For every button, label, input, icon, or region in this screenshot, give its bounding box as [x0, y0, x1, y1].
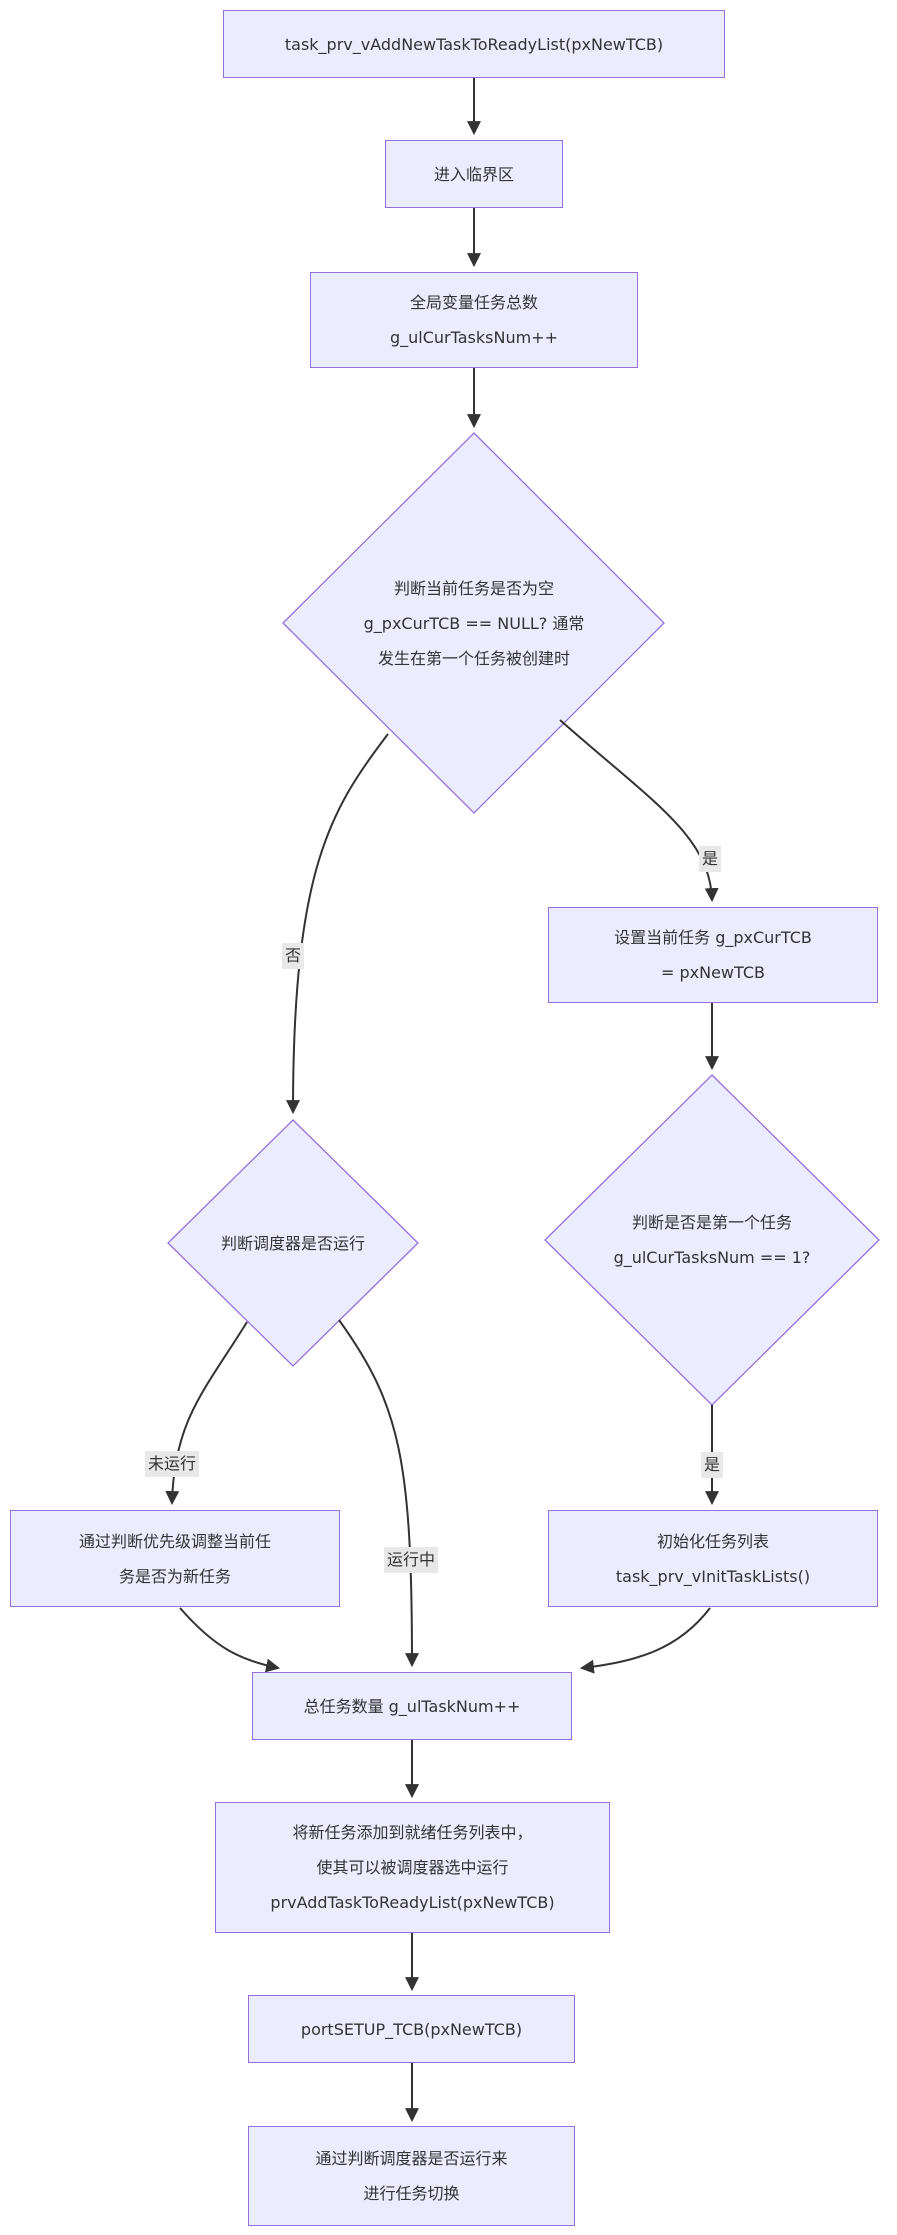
node-add-ready: 将新任务添加到就绪任务列表中， 使其可以被调度器选中运行 prvAddTaskT… — [215, 1802, 610, 1933]
diamond-check-first — [544, 1074, 880, 1406]
node-enter-critical-line: 进入临界区 — [433, 164, 514, 184]
edge-adjust-to-tasknum — [179, 1607, 281, 1673]
node-switch-task-line: 进行任务切换 — [363, 2184, 460, 2203]
node-init-lists: 初始化任务列表 task_prv_vInitTaskLists() — [548, 1510, 878, 1607]
node-start-line: task_prv_vAddNewTaskToReadyList(pxNewTCB… — [284, 34, 664, 54]
edge-initlists-to-tasknum — [579, 1607, 711, 1674]
edge-label-yes-first: 是 — [700, 1452, 724, 1478]
node-global-count-line: g_ulCurTasksNum++ — [389, 328, 558, 347]
node-add-ready-line: prvAddTaskToReadyList(pxNewTCB) — [270, 1893, 555, 1912]
edge-label-yes: 是 — [698, 846, 722, 872]
node-global-count: 全局变量任务总数 g_ulCurTasksNum++ — [310, 272, 638, 368]
node-task-num-line: 总任务数量 g_ulTaskNum++ — [303, 1696, 521, 1716]
edge-label-running: 运行中 — [383, 1547, 439, 1573]
edge-yes-to-setcurrent — [559, 719, 719, 903]
node-set-current-line: 设置当前任务 g_pxCurTCB — [614, 928, 812, 947]
edge-label-not-running: 未运行 — [144, 1451, 200, 1477]
node-adjust-priority-line: 通过判断优先级调整当前任 — [78, 1531, 271, 1551]
node-set-current: 设置当前任务 g_pxCurTCB = pxNewTCB — [548, 907, 878, 1003]
node-switch-task: 通过判断调度器是否运行来 进行任务切换 — [248, 2126, 575, 2226]
node-setup-tcb: portSETUP_TCB(pxNewTCB) — [248, 1995, 575, 2063]
edge-no-to-scheduler — [286, 733, 389, 1115]
node-switch-task-line: 通过判断调度器是否运行来 — [315, 2149, 508, 2168]
node-add-ready-line: 使其可以被调度器选中运行 — [316, 1858, 509, 1877]
node-global-count-line: 全局变量任务总数 — [409, 293, 538, 312]
node-set-current-line: = pxNewTCB — [661, 963, 765, 982]
node-adjust-priority: 通过判断优先级调整当前任 务是否为新任务 — [10, 1510, 340, 1607]
node-add-ready-line: 将新任务添加到就绪任务列表中， — [292, 1823, 533, 1842]
node-init-lists-line: task_prv_vInitTaskLists() — [615, 1566, 811, 1586]
edge-running-to-tasknum — [338, 1319, 419, 1668]
node-init-lists-line: 初始化任务列表 — [656, 1531, 769, 1551]
node-start: task_prv_vAddNewTaskToReadyList(pxNewTCB… — [223, 10, 725, 78]
node-enter-critical: 进入临界区 — [385, 140, 563, 208]
diamond-check-scheduler — [167, 1119, 419, 1367]
diamond-check-null — [282, 432, 665, 814]
node-task-num: 总任务数量 g_ulTaskNum++ — [252, 1672, 572, 1740]
node-adjust-priority-line: 务是否为新任务 — [118, 1566, 231, 1586]
edge-label-no: 否 — [281, 943, 305, 969]
node-setup-tcb-line: portSETUP_TCB(pxNewTCB) — [300, 2019, 523, 2039]
